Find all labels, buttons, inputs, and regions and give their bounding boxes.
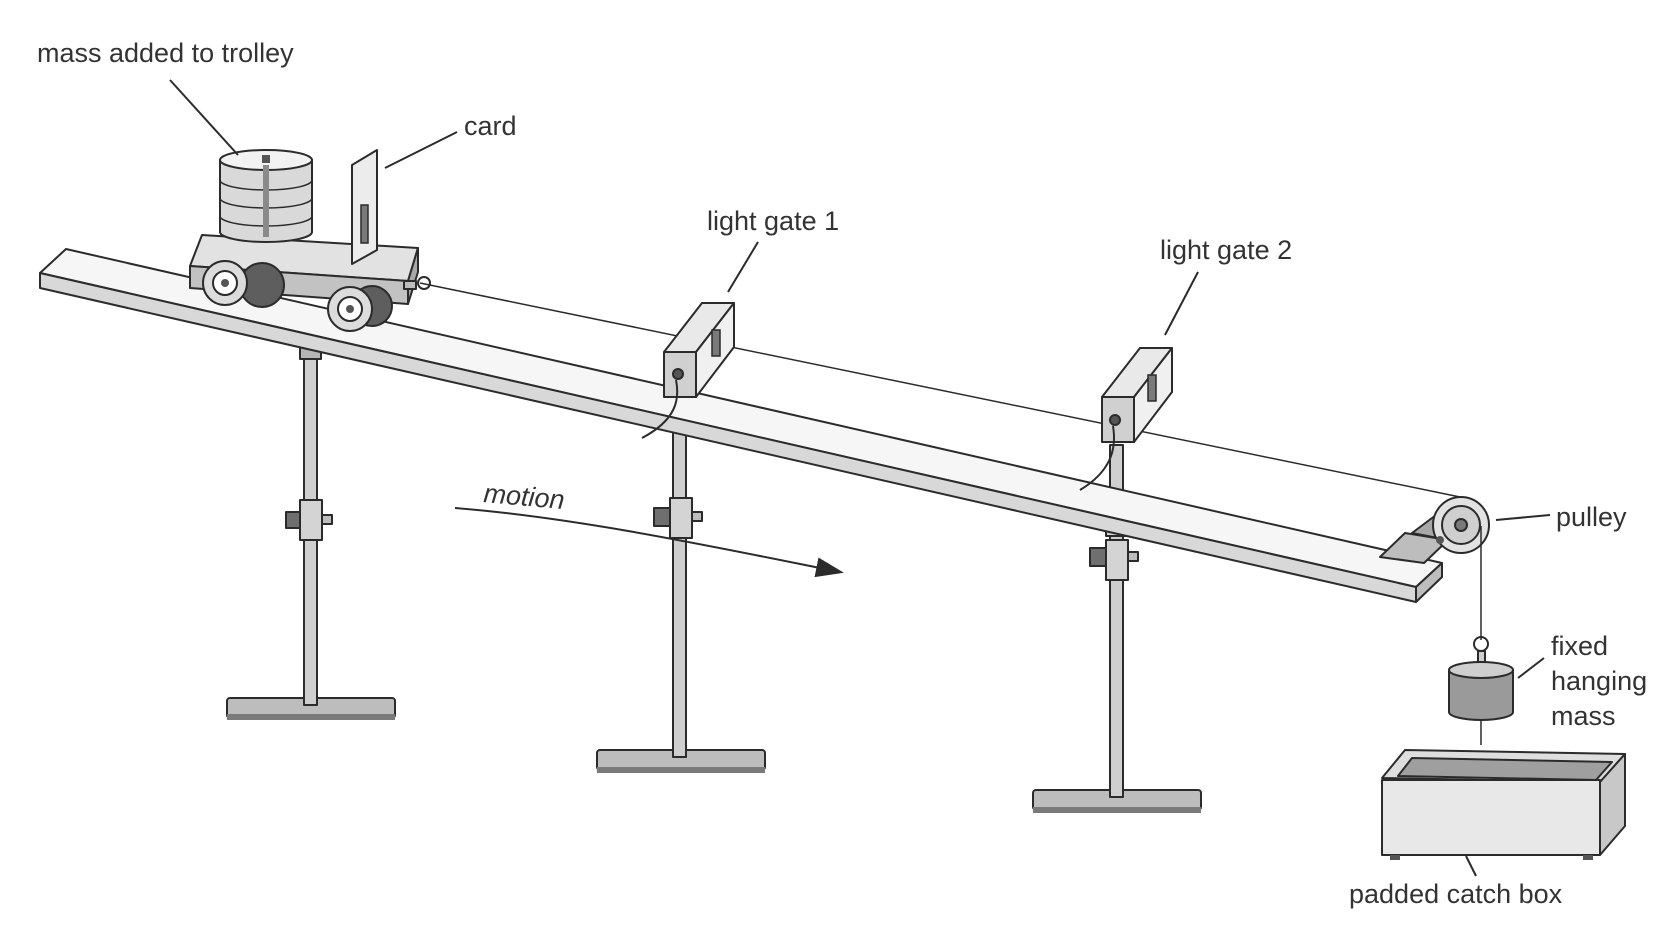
card-icon xyxy=(351,149,378,265)
label-light-gate-1: light gate 1 xyxy=(707,206,839,236)
leader-pulley xyxy=(1495,514,1551,521)
label-motion: motion xyxy=(482,478,565,515)
label-fixed-line3: mass xyxy=(1551,701,1616,731)
label-pulley: pulley xyxy=(1556,502,1627,532)
leader-catch-box xyxy=(1465,855,1477,877)
label-fixed-line2: hanging xyxy=(1551,666,1647,696)
label-card: card xyxy=(464,111,517,141)
leader-fixed-hanging-mass xyxy=(1517,657,1545,679)
label-catch-box: padded catch box xyxy=(1349,879,1563,909)
light-gate-1-icon xyxy=(641,302,735,439)
clamp-stand-2 xyxy=(596,394,766,773)
light-gate-2-icon xyxy=(1079,347,1173,491)
clamp-stand-3 xyxy=(1032,444,1202,813)
label-light-gate-2: light gate 2 xyxy=(1160,235,1292,265)
slotted-masses-icon xyxy=(219,149,313,243)
hanging-mass-icon xyxy=(1448,636,1514,745)
motion-arrow-icon xyxy=(454,507,844,578)
trolley-icon xyxy=(189,234,431,332)
leader-light-gate-1 xyxy=(727,241,759,293)
pulley-icon xyxy=(1379,496,1490,564)
ramp xyxy=(39,248,1443,603)
clamp-stand-1 xyxy=(226,344,396,720)
label-mass-added: mass added to trolley xyxy=(37,38,294,68)
leader-card xyxy=(384,131,458,169)
leader-mass-added xyxy=(169,79,239,156)
leader-light-gate-2 xyxy=(1164,271,1199,336)
catch-box-icon xyxy=(1381,749,1626,860)
label-fixed-line1: fixed xyxy=(1551,631,1608,661)
string xyxy=(419,282,1482,640)
